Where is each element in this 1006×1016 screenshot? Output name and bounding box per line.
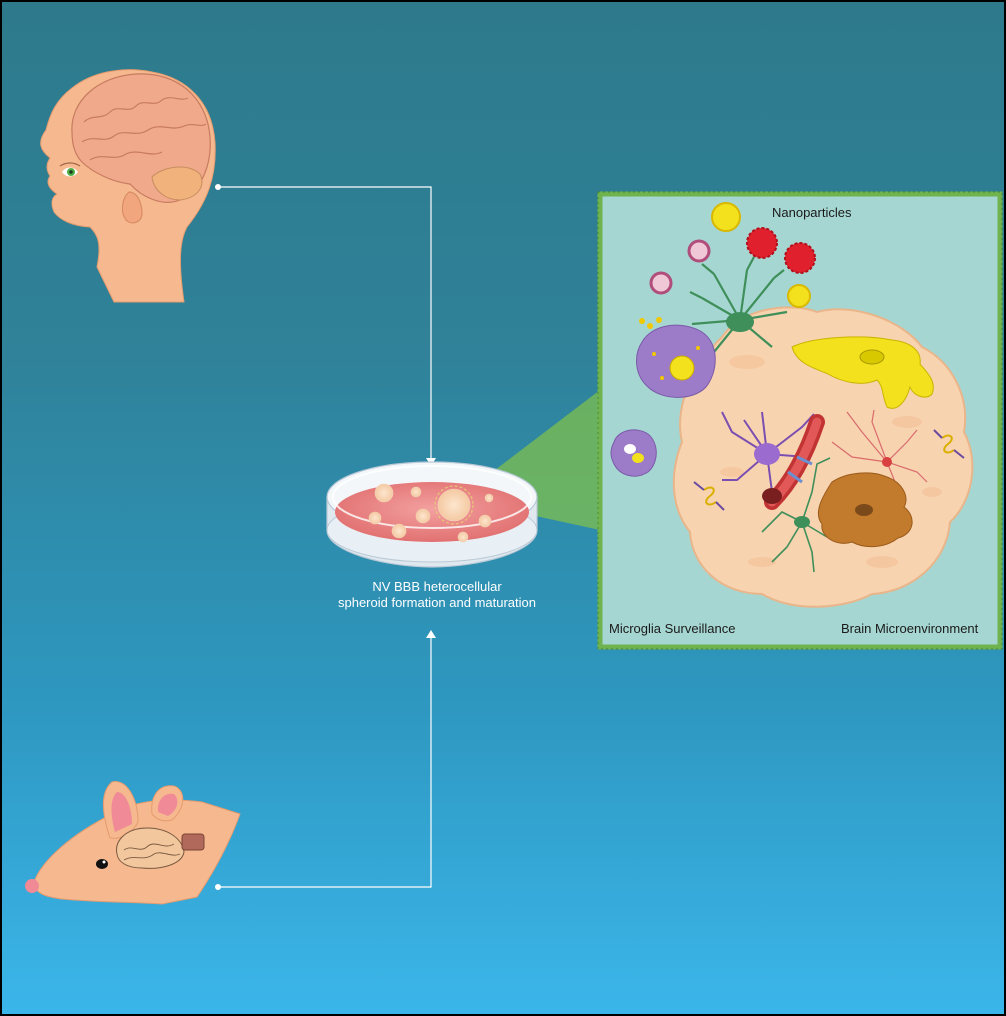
arrow-start-dot — [215, 184, 221, 190]
brain-microenvironment-label: Brain Microenvironment — [841, 621, 978, 636]
microglia-cell — [637, 325, 716, 397]
dish-caption: NV BBB heterocellular spheroid formation… — [302, 579, 572, 611]
rodent-head-icon — [25, 781, 240, 904]
neuron-body — [754, 443, 780, 465]
astrocyte-body — [726, 312, 754, 332]
arrow-start-dot — [215, 884, 221, 890]
petri-dish-icon — [327, 462, 537, 567]
human-head-icon — [41, 70, 216, 302]
caption-line-2: spheroid formation and maturation — [302, 595, 572, 611]
nanoparticles-label: Nanoparticles — [772, 205, 852, 220]
neuron-green-body — [794, 516, 810, 528]
arrow-head-up — [426, 630, 436, 638]
astrocyte-orange — [818, 473, 912, 547]
neuron-pink-body — [882, 457, 892, 467]
caption-line-1: NV BBB heterocellular — [302, 579, 572, 595]
microglia-cell-small — [611, 430, 656, 476]
microglia-surveillance-label: Microglia Surveillance — [609, 621, 735, 636]
